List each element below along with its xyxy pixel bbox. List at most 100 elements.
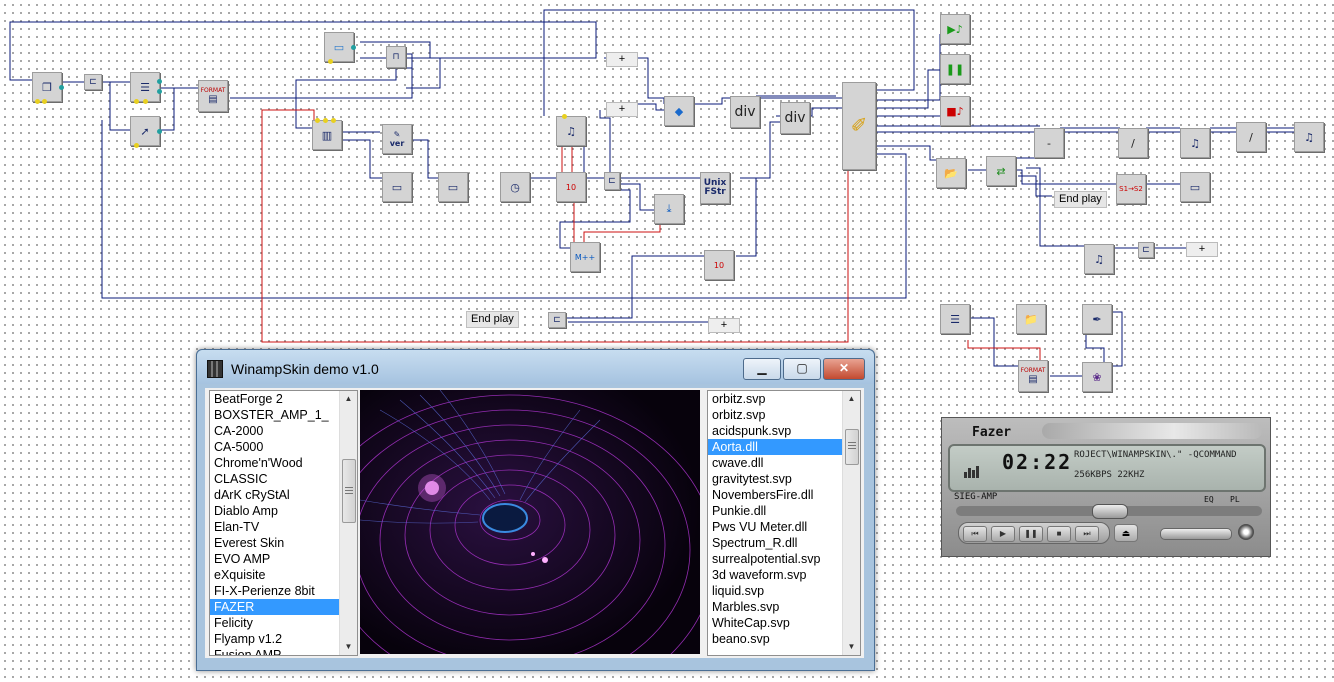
- add-node-3[interactable]: +: [1186, 242, 1218, 257]
- list-item[interactable]: liquid.svp: [712, 584, 765, 598]
- add-node-1[interactable]: +: [606, 52, 638, 67]
- document-node[interactable]: ❐: [32, 72, 64, 104]
- title-band[interactable]: [1042, 423, 1262, 439]
- counter-node-2[interactable]: 10: [704, 250, 734, 280]
- play-button-icon[interactable]: ▶: [991, 526, 1015, 542]
- list-item[interactable]: BeatForge 2: [214, 392, 283, 406]
- label-node-1[interactable]: ▭: [382, 172, 412, 202]
- list-item[interactable]: eXquisite: [214, 568, 266, 582]
- list-item[interactable]: Diablo Amp: [214, 504, 278, 518]
- stop-node[interactable]: ■♪: [940, 96, 970, 126]
- list-item[interactable]: Everest Skin: [214, 536, 285, 550]
- close-button[interactable]: ✕: [823, 358, 865, 380]
- list-item[interactable]: acidspunk.svp: [712, 424, 792, 438]
- scroll-down-arrow-icon[interactable]: ▼: [847, 642, 856, 651]
- open-file-node[interactable]: 📂: [936, 158, 966, 188]
- alien-logo-icon[interactable]: [1238, 524, 1254, 540]
- add-node-4[interactable]: +: [708, 318, 740, 333]
- pause-node[interactable]: ❚❚: [940, 54, 970, 84]
- list-item[interactable]: dArK cRyStAl: [214, 488, 290, 502]
- list-item[interactable]: Fusion AMP: [214, 648, 282, 656]
- window-node[interactable]: ▭: [324, 32, 356, 64]
- hub-node-3[interactable]: ⊏: [1138, 242, 1154, 258]
- label-node-2[interactable]: ▭: [438, 172, 468, 202]
- plugins-scrollbar[interactable]: ▲ ▼: [842, 391, 860, 655]
- scroll-up-arrow-icon[interactable]: ▲: [344, 394, 353, 403]
- index-node[interactable]: ⊓: [386, 46, 406, 68]
- save-node[interactable]: ⤓: [654, 194, 684, 224]
- list-item[interactable]: WhiteCap.svp: [712, 616, 790, 630]
- minus-node[interactable]: -: [1034, 128, 1064, 158]
- list-node-2[interactable]: ☰: [940, 304, 970, 334]
- scroll-thumb[interactable]: [845, 429, 859, 465]
- list-item[interactable]: orbitz.svp: [712, 408, 766, 422]
- minimize-button[interactable]: ▁: [743, 358, 781, 380]
- div-node-2[interactable]: div: [780, 102, 810, 134]
- grapes-node[interactable]: ❀: [1082, 362, 1112, 392]
- skins-scrollbar[interactable]: ▲ ▼: [339, 391, 357, 655]
- list-item[interactable]: Felicity: [214, 616, 253, 630]
- convert-node[interactable]: ⇄: [986, 156, 1016, 186]
- list-item[interactable]: FAZER: [210, 599, 357, 615]
- media-node-4[interactable]: ♫: [1084, 244, 1114, 274]
- list-item[interactable]: CLASSIC: [214, 472, 268, 486]
- list-item[interactable]: Aorta.dll: [708, 439, 860, 455]
- volume-slider[interactable]: [1160, 528, 1232, 540]
- format-node[interactable]: FORMAT▤: [198, 80, 228, 112]
- list-item[interactable]: Chrome'n'Wood: [214, 456, 303, 470]
- eq-toggle[interactable]: EQ: [1204, 495, 1214, 504]
- list-item[interactable]: Punkie.dll: [712, 504, 767, 518]
- media-node-3[interactable]: ♫: [1294, 122, 1324, 152]
- list-item[interactable]: NovembersFire.dll: [712, 488, 814, 502]
- winamp-skin-node[interactable]: ▥: [312, 118, 342, 150]
- list-item[interactable]: orbitz.svp: [712, 392, 766, 406]
- list-item[interactable]: Flyamp v1.2: [214, 632, 283, 646]
- counter-node-1[interactable]: 10: [556, 172, 586, 202]
- scroll-down-arrow-icon[interactable]: ▼: [344, 642, 353, 651]
- format-node-2[interactable]: FORMAT▤: [1018, 360, 1048, 392]
- list-item[interactable]: Marbles.svp: [712, 600, 780, 614]
- list-item[interactable]: BOXSTER_AMP_1_: [214, 408, 329, 422]
- add-node-2[interactable]: +: [606, 102, 638, 117]
- eject-icon[interactable]: ⏏: [1114, 524, 1138, 542]
- seek-knob[interactable]: [1092, 504, 1128, 519]
- media-node-2[interactable]: ♫: [1180, 128, 1210, 158]
- folder-node[interactable]: 📁: [1016, 304, 1046, 334]
- winamp-player-node[interactable]: ✐: [842, 82, 876, 170]
- list-item[interactable]: CA-2000: [214, 424, 264, 438]
- increment-node[interactable]: M++: [570, 242, 600, 272]
- window-titlebar[interactable]: WinampSkin demo v1.0 ▁ ▢ ✕: [197, 350, 874, 384]
- maximize-button[interactable]: ▢: [783, 358, 821, 380]
- string-replace-node[interactable]: S1→S2: [1116, 174, 1146, 204]
- scroll-up-arrow-icon[interactable]: ▲: [847, 394, 856, 403]
- divide-node-2[interactable]: /: [1236, 122, 1266, 152]
- hub-node-2[interactable]: ⊏: [604, 172, 620, 190]
- list-node[interactable]: ☰: [130, 72, 162, 104]
- playlist-toggle[interactable]: PL: [1230, 495, 1240, 504]
- list-item[interactable]: beano.svp: [712, 632, 770, 646]
- list-item[interactable]: FI-X-Perienze 8bit: [214, 584, 315, 598]
- list-item[interactable]: EVO AMP: [214, 552, 271, 566]
- cursor-node[interactable]: ➚: [130, 116, 162, 148]
- list-item[interactable]: Spectrum_R.dll: [712, 536, 798, 550]
- next-icon[interactable]: ⏭: [1075, 526, 1099, 542]
- div-node-1[interactable]: div: [730, 96, 760, 128]
- stop-button-icon[interactable]: ■: [1047, 526, 1071, 542]
- brush-node[interactable]: ✒: [1082, 304, 1112, 334]
- pause-button-icon[interactable]: ❚❚: [1019, 526, 1043, 542]
- list-item[interactable]: Pws VU Meter.dll: [712, 520, 808, 534]
- previous-icon[interactable]: ⏮: [963, 526, 987, 542]
- version-node[interactable]: ✎ver: [382, 124, 412, 154]
- hub-node-4[interactable]: ⊏: [548, 312, 566, 328]
- list-item[interactable]: surrealpotential.svp: [712, 552, 821, 566]
- list-item[interactable]: cwave.dll: [712, 456, 764, 470]
- scroll-thumb[interactable]: [342, 459, 356, 523]
- list-item[interactable]: gravitytest.svp: [712, 472, 792, 486]
- list-item[interactable]: 3d waveform.svp: [712, 568, 807, 582]
- hub-node[interactable]: ⊏: [84, 74, 102, 90]
- unix-fstr-node[interactable]: Unix FStr: [700, 172, 730, 204]
- timer-node[interactable]: ◷: [500, 172, 530, 202]
- shapes-node[interactable]: ◆: [664, 96, 694, 126]
